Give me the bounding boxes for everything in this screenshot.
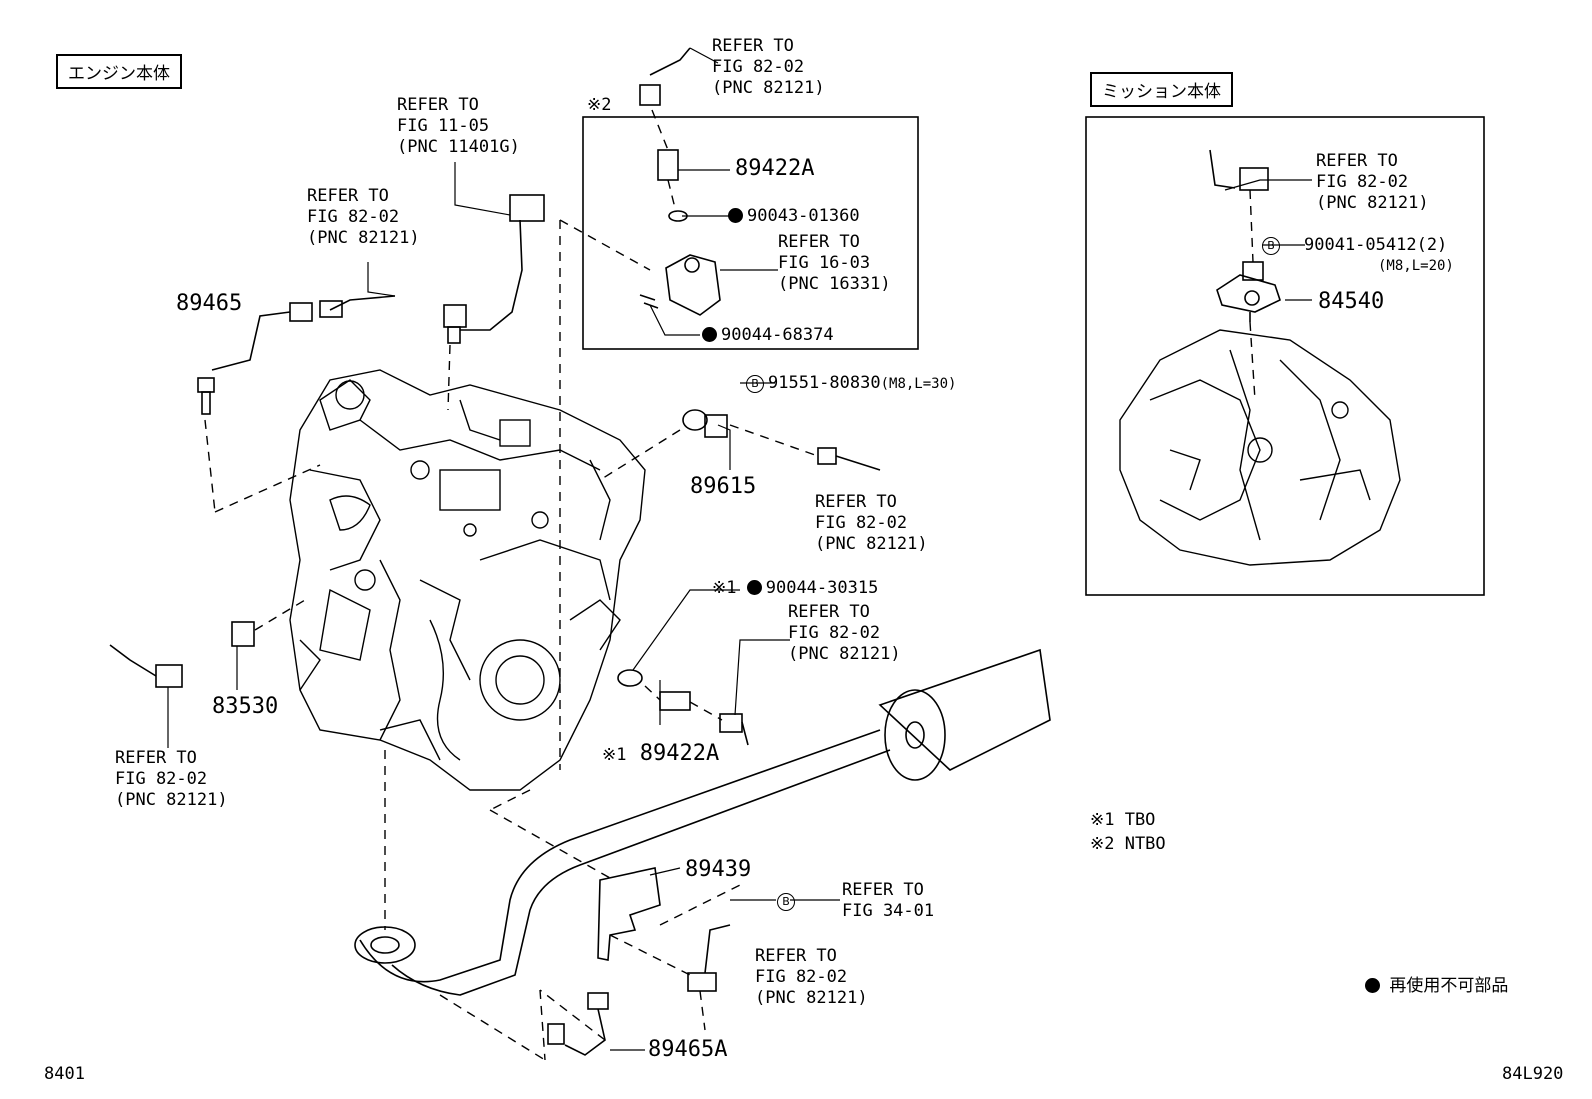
part-89615: 89615 bbox=[690, 474, 757, 499]
ntbo-inset-frame bbox=[582, 116, 919, 350]
ntbo-inset-marker: ※2 bbox=[587, 95, 612, 115]
bracket-89439-illustration bbox=[597, 867, 661, 961]
non-reusable-dot-icon bbox=[746, 580, 762, 595]
sensor-83530-illustration bbox=[109, 621, 255, 688]
non-reusable-dot-icon bbox=[702, 327, 717, 342]
top-sensor-89422A-illustration bbox=[639, 47, 721, 316]
cam-sensor-illustration bbox=[443, 194, 545, 344]
part-83530: 83530 bbox=[212, 694, 279, 719]
engine-block-illustration bbox=[289, 369, 646, 791]
part-84540: 84540 bbox=[1318, 289, 1385, 314]
part-89422A-lower: ※1 89422A bbox=[602, 741, 720, 766]
o2-sensor-89465-illustration bbox=[197, 295, 396, 415]
figure-code-left: 8401 bbox=[44, 1064, 85, 1084]
figure-code-right: 84L920 bbox=[1502, 1064, 1564, 1084]
o2-sensor-89465A-illustration bbox=[547, 992, 609, 1056]
part-90043-01360: 90043-01360 bbox=[728, 206, 860, 227]
knock-sensor-89615-illustration bbox=[682, 409, 881, 471]
transmission-frame bbox=[1085, 116, 1485, 596]
b-badge-bracket: B bbox=[777, 891, 799, 912]
b-badge-icon: B bbox=[1262, 237, 1280, 255]
engine-section-header: エンジン本体 bbox=[56, 54, 182, 89]
non-reusable-dot-icon bbox=[1365, 978, 1380, 993]
b-badge-icon: B bbox=[777, 893, 795, 911]
part-90041-spec: (M8,L=20) bbox=[1378, 258, 1454, 274]
transmission-illustration bbox=[1119, 329, 1401, 566]
b-badge-icon: B bbox=[746, 375, 764, 393]
legend-non-reusable: 再使用不可部品 bbox=[1365, 976, 1508, 997]
part-89465: 89465 bbox=[176, 291, 243, 316]
sensor-84540-illustration bbox=[1209, 149, 1281, 322]
part-89422A-top: 89422A bbox=[735, 156, 815, 181]
note-tbo: ※1 TBO bbox=[1090, 810, 1156, 830]
dashed-leaders bbox=[204, 109, 1256, 1061]
non-reusable-dot-icon bbox=[728, 208, 743, 223]
solid-leaders bbox=[167, 47, 1312, 1051]
connector-bottom-illustration bbox=[687, 924, 731, 992]
note-ntbo: ※2 NTBO bbox=[1090, 834, 1166, 854]
exhaust-pipe-illustration bbox=[354, 648, 1051, 996]
part-90044-30315: ※1 90044-30315 bbox=[712, 578, 879, 598]
part-89465A: 89465A bbox=[648, 1037, 728, 1062]
temp-sensor-lower-illustration bbox=[617, 669, 749, 746]
part-90044-68374: 90044-68374 bbox=[702, 325, 834, 346]
transmission-section-header: ミッション本体 bbox=[1090, 72, 1233, 107]
part-89439: 89439 bbox=[685, 857, 752, 882]
